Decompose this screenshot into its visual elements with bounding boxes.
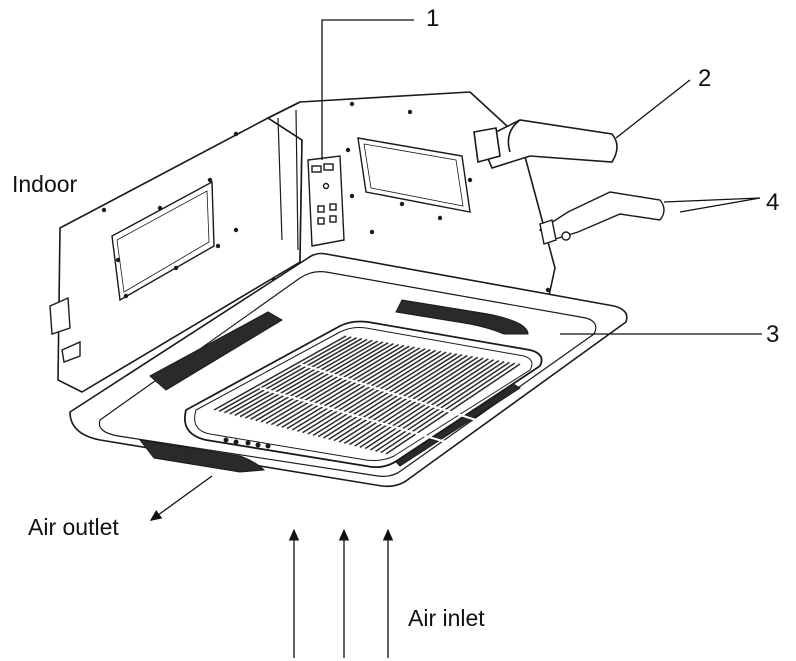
leader-2 [615,79,691,139]
callout-4: 4 [766,189,779,216]
grille-louver [250,341,384,420]
electrical-box [307,155,345,247]
grille-louver [385,363,521,455]
refrigerant-pipe-large [473,119,618,169]
leader-lines [321,19,762,335]
grille-louver [307,350,442,435]
grille-louver [375,361,510,452]
callout-3: 3 [766,321,779,348]
grille-louver [312,351,447,436]
grille-louver [224,337,357,414]
grille-louver [317,352,452,438]
grille-louver [255,342,389,422]
leader-4 [663,197,761,213]
grille-divider [299,363,477,421]
refrigerant-pipe-small [538,191,665,245]
grille-louver [369,360,505,451]
grille-louver [380,362,516,454]
grille-louver [302,349,437,434]
callout-2: 2 [698,65,711,92]
grille-louver [297,348,431,432]
air-inlet-label: Air inlet [408,605,485,631]
grille-louver [333,354,468,442]
leader-1 [321,19,414,160]
grille-louver [323,353,458,439]
grille-louver [328,354,463,440]
air-inlet-grille [184,320,543,469]
grille-louver [286,347,421,430]
grille-louver [260,342,394,423]
grille-louver [213,335,347,411]
left-inspection-window [111,180,215,302]
display-panel [223,437,271,449]
grille-louver [265,343,400,424]
grille-louver [291,348,426,431]
right-inspection-window [357,137,471,213]
grille-louver [239,339,373,418]
grille-louver [338,355,473,443]
indoor-label: Indoor [12,171,78,197]
grille-divider [259,387,447,443]
callout-1: 1 [426,5,439,32]
grille-louver [270,344,405,426]
grille-louver [276,345,410,427]
air-outlet-label: Air outlet [28,514,119,540]
grille-louver [229,337,363,415]
grille-louver [234,338,368,416]
grille-louver [364,359,500,450]
grille-louver [218,336,352,412]
grille-louver [244,340,379,419]
air-inlet-arrows [288,528,394,658]
grille-louver [281,346,415,428]
air-outlet-arrow [149,475,213,522]
mounting-bracket [49,296,81,363]
